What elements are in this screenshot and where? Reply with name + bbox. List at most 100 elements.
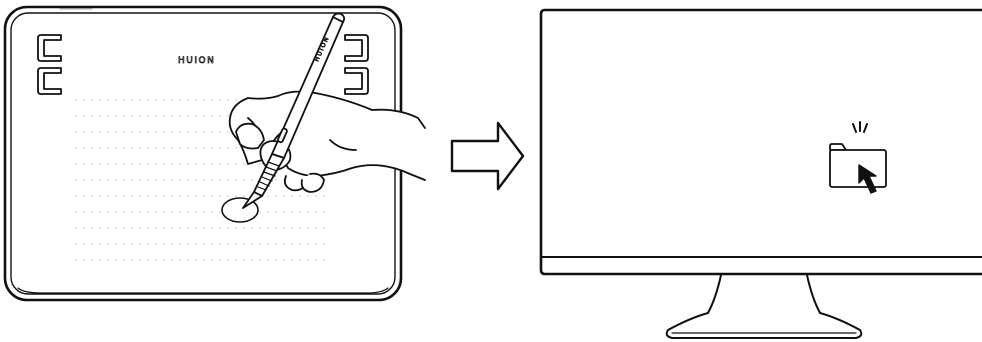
express-key-left-2[interactable] bbox=[37, 67, 62, 95]
grid-dot bbox=[75, 131, 77, 133]
tablet-bottom-edge bbox=[17, 287, 389, 294]
grid-dot bbox=[139, 115, 141, 117]
grid-dot bbox=[131, 227, 133, 229]
grid-dot bbox=[243, 163, 245, 165]
stylus-pen[interactable] bbox=[242, 12, 346, 209]
grid-dot bbox=[83, 131, 85, 133]
grid-dot bbox=[299, 243, 301, 245]
grid-dot bbox=[203, 163, 205, 165]
grid-dot bbox=[195, 99, 197, 101]
grid-dot bbox=[75, 99, 77, 101]
grid-dot bbox=[235, 195, 237, 197]
grid-dot bbox=[323, 211, 325, 213]
grid-dot bbox=[115, 259, 117, 261]
grid-dot bbox=[75, 227, 77, 229]
grid-dot bbox=[131, 131, 133, 133]
grid-dot bbox=[195, 243, 197, 245]
grid-dot bbox=[195, 147, 197, 149]
grid-dot bbox=[163, 243, 165, 245]
grid-dot bbox=[227, 147, 229, 149]
grid-dot bbox=[203, 115, 205, 117]
grid-dot bbox=[283, 243, 285, 245]
grid-dot bbox=[283, 259, 285, 261]
grid-dot bbox=[91, 243, 93, 245]
monitor-stand-base bbox=[665, 312, 863, 339]
grid-dot bbox=[219, 227, 221, 229]
grid-dot bbox=[115, 131, 117, 133]
grid-dot bbox=[291, 259, 293, 261]
grid-dot bbox=[179, 131, 181, 133]
grid-dot bbox=[291, 227, 293, 229]
grid-dot bbox=[91, 179, 93, 181]
grid-dot bbox=[83, 179, 85, 181]
grid-dot bbox=[155, 227, 157, 229]
grid-dot bbox=[251, 227, 253, 229]
stylus-nib bbox=[242, 191, 263, 209]
stylus-side-button[interactable] bbox=[277, 127, 288, 144]
grid-dot bbox=[115, 179, 117, 181]
finger-pinky bbox=[300, 172, 325, 193]
grid-dot bbox=[211, 115, 213, 117]
grid-dot bbox=[75, 115, 77, 117]
grid-dot bbox=[291, 243, 293, 245]
grid-dot bbox=[155, 115, 157, 117]
grid-dot bbox=[139, 195, 141, 197]
grid-dot bbox=[91, 195, 93, 197]
grid-dot bbox=[171, 163, 173, 165]
grid-dot bbox=[267, 195, 269, 197]
grid-dot bbox=[179, 179, 181, 181]
grid-dot bbox=[179, 243, 181, 245]
grid-dot bbox=[99, 115, 101, 117]
hand-crease-3 bbox=[329, 139, 357, 151]
grid-dot bbox=[203, 179, 205, 181]
tablet-brand-label: HUION bbox=[178, 56, 215, 66]
grid-dot bbox=[163, 259, 165, 261]
express-key-right-2[interactable] bbox=[344, 67, 369, 95]
grid-dot bbox=[195, 115, 197, 117]
grid-dot bbox=[227, 243, 229, 245]
grid-dot bbox=[99, 259, 101, 261]
grid-dot bbox=[299, 195, 301, 197]
grid-dot bbox=[171, 179, 173, 181]
grid-dot bbox=[123, 195, 125, 197]
grid-dot bbox=[163, 115, 165, 117]
grid-dot bbox=[195, 163, 197, 165]
grid-dot bbox=[75, 163, 77, 165]
grid-dot bbox=[227, 99, 229, 101]
grid-dot bbox=[283, 211, 285, 213]
grid-dot bbox=[171, 131, 173, 133]
grid-dot bbox=[115, 211, 117, 213]
grid-dot bbox=[299, 259, 301, 261]
grid-dot bbox=[139, 211, 141, 213]
stylus-cap bbox=[332, 12, 346, 23]
grid-dot bbox=[171, 211, 173, 213]
grid-dot bbox=[147, 179, 149, 181]
grid-dot bbox=[83, 147, 85, 149]
grid-dot bbox=[115, 195, 117, 197]
grid-dot bbox=[171, 195, 173, 197]
express-key-right-1[interactable] bbox=[344, 34, 369, 62]
grid-dot bbox=[131, 147, 133, 149]
grid-dot bbox=[315, 211, 317, 213]
grid-dot bbox=[179, 99, 181, 101]
grid-dot bbox=[75, 195, 77, 197]
folder-icon[interactable] bbox=[829, 143, 887, 188]
grid-dot bbox=[147, 163, 149, 165]
grid-dot bbox=[203, 99, 205, 101]
grid-dot bbox=[211, 211, 213, 213]
grid-dot bbox=[155, 163, 157, 165]
grid-dot bbox=[219, 259, 221, 261]
grid-dot bbox=[155, 99, 157, 101]
grid-dot bbox=[235, 147, 237, 149]
grid-dot bbox=[107, 163, 109, 165]
grid-dot bbox=[139, 179, 141, 181]
express-key-left-1[interactable] bbox=[37, 34, 62, 62]
grid-dot bbox=[123, 227, 125, 229]
grid-dot bbox=[187, 163, 189, 165]
grid-dot bbox=[163, 99, 165, 101]
monitor bbox=[539, 8, 982, 339]
grid-dot bbox=[107, 115, 109, 117]
grid-dot bbox=[99, 211, 101, 213]
grid-dot bbox=[251, 259, 253, 261]
grid-dot bbox=[307, 243, 309, 245]
